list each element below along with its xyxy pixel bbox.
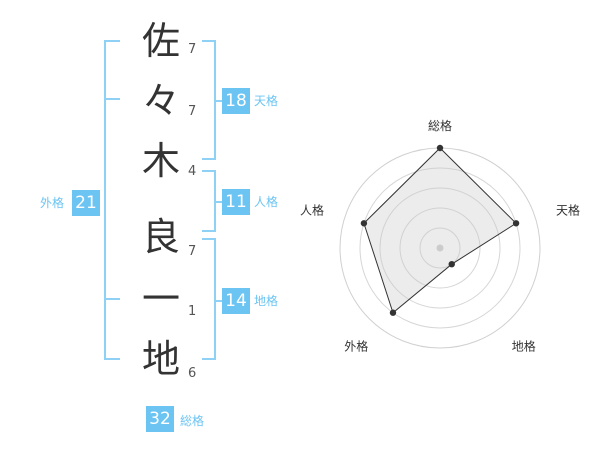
radar-point-5 [360,220,368,227]
tenkaku-bracket-connector [214,100,222,102]
stroke-count-2: 7 [188,104,197,119]
radar-ring-3 [379,187,501,309]
gaikaku-bracket [104,40,120,360]
radar-axis-label-2: 天格 [556,202,580,217]
gaikaku-badge: 21 [72,190,100,216]
stroke-count-5: 1 [188,304,197,319]
radar-axis-label-5: 人格 [300,202,324,217]
radar-point-1 [436,144,444,152]
radar-axis-label-4: 外格 [344,339,368,354]
chikaku-badge: 14 [222,288,250,314]
radar-point-3 [448,260,455,268]
radar-ring-4 [359,167,521,329]
stroke-count-3: 4 [188,164,197,179]
name-char-4: 良 [141,215,180,259]
radar-point-2 [512,220,520,227]
radar-axis-label-1: 総格 [428,118,452,133]
name-char-3: 木 [141,139,180,183]
gaikaku-bracket-tick-top [104,98,120,100]
chikaku-bracket [202,238,216,360]
name-char-2: 々 [141,79,180,123]
radar-point-4 [389,309,397,316]
stroke-count-6: 6 [188,366,197,381]
stroke-count-4: 7 [188,244,197,259]
name-char-1: 佐 [141,19,180,63]
radar-center-dot [436,244,444,252]
jinkaku-bracket-connector [214,201,222,203]
radar-ring-1 [419,227,461,269]
jinkaku-label: 人格 [254,195,279,209]
stroke-count-1: 7 [188,42,197,57]
radar-data-polygon [363,147,517,314]
radar-ring-2 [399,207,481,289]
tenkaku-badge: 18 [222,88,250,114]
name-char-5: 一 [141,277,180,321]
name-char-6: 地 [141,337,180,381]
tenkaku-label: 天格 [254,94,279,108]
radar-axis-label-3: 地格 [512,339,536,354]
soukaku-label: 総格 [180,414,205,428]
soukaku-badge: 32 [146,406,174,432]
gaikaku-bracket-tick-bottom [104,298,120,300]
chikaku-bracket-connector [214,300,222,302]
chikaku-label: 地格 [254,294,279,308]
gaikaku-label: 外格 [40,196,65,210]
jinkaku-badge: 11 [222,189,250,215]
